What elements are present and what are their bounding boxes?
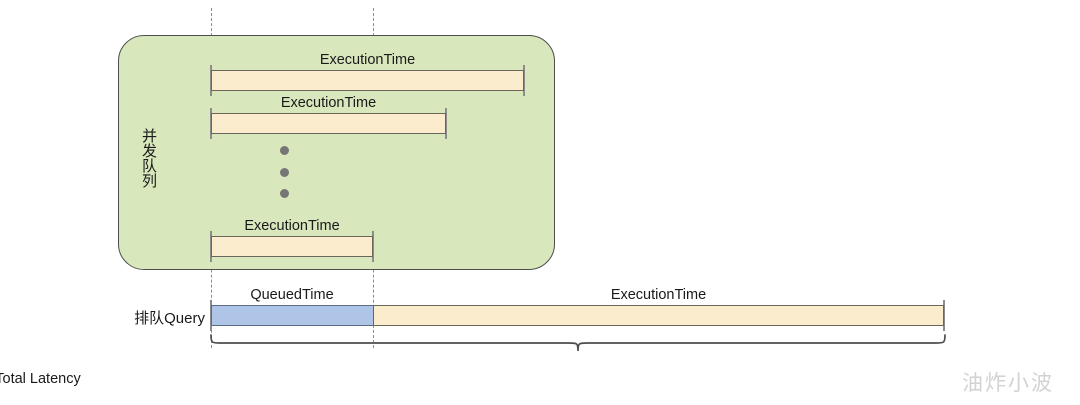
queued-query-row-label: 排队Query [134, 310, 205, 327]
queue-row-last-end-tick [372, 231, 374, 262]
ellipsis-dot-2 [280, 168, 289, 177]
total-latency-brace [209, 334, 947, 360]
total-latency-label-wrap: Total Latency [0, 371, 1080, 387]
queue-row-2-end-tick [445, 108, 447, 139]
queued-query-end-tick [943, 300, 945, 331]
concurrent-queue-label: 并发队列 [140, 128, 157, 188]
total-latency-label: Total Latency [0, 371, 81, 387]
queue-row-1-end-tick [523, 65, 525, 96]
ellipsis-dot-1 [280, 146, 289, 155]
queue-row-1-caption: ExecutionTime [319, 52, 416, 68]
queue-row-last-execution-bar [211, 236, 373, 257]
queue-row-2-execution-bar [211, 113, 446, 134]
execution-time-bar [373, 305, 944, 326]
brace-icon [210, 334, 946, 352]
execution-time-caption: ExecutionTime [610, 287, 707, 303]
queued-time-caption: QueuedTime [250, 287, 334, 303]
ellipsis-dot-3 [280, 189, 289, 198]
queued-time-bar [211, 305, 374, 326]
queue-row-2-caption: ExecutionTime [280, 95, 377, 111]
queue-row-last-caption: ExecutionTime [244, 218, 340, 234]
queue-row-1-execution-bar [211, 70, 524, 91]
watermark-text: 油炸小波 [962, 372, 1054, 395]
